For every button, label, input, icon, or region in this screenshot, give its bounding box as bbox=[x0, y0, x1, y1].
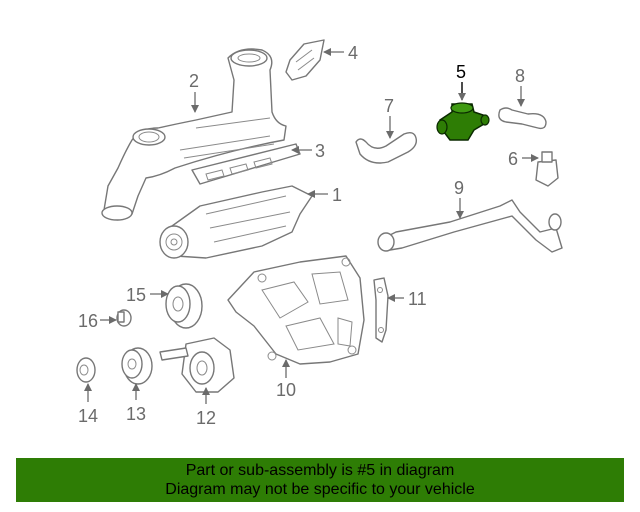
callout-8: 8 bbox=[515, 66, 525, 86]
part-9-pipe[interactable] bbox=[377, 199, 563, 253]
part-1-supercharger[interactable] bbox=[159, 185, 313, 259]
part-15-pulley[interactable] bbox=[165, 283, 203, 329]
banner-line-disclaimer: Diagram may not be specific to your vehi… bbox=[165, 481, 475, 498]
callout-3: 3 bbox=[315, 141, 325, 161]
callout-5: 5 bbox=[456, 62, 466, 82]
part-5-valve-highlighted[interactable] bbox=[436, 102, 490, 141]
callouts: 2 3 4 1 5 8 7 6 9 11 15 16 10 14 13 12 bbox=[78, 43, 539, 428]
callout-6: 6 bbox=[508, 149, 518, 169]
part-2-intake-manifold[interactable] bbox=[101, 48, 287, 221]
banner-line-part-number: Part or sub-assembly is #5 in diagram bbox=[185, 462, 455, 479]
part-3-gasket[interactable] bbox=[191, 143, 301, 185]
callout-2: 2 bbox=[189, 71, 199, 91]
part-11-gasket-strip[interactable] bbox=[373, 277, 389, 343]
callout-11: 11 bbox=[408, 289, 427, 309]
part-14-cap[interactable] bbox=[76, 357, 96, 383]
part-10-mounting-bracket[interactable] bbox=[227, 255, 365, 365]
part-7-hose[interactable] bbox=[355, 131, 418, 164]
callout-7: 7 bbox=[384, 96, 394, 116]
callout-4: 4 bbox=[348, 43, 358, 63]
callout-10: 10 bbox=[276, 380, 296, 400]
callout-1: 1 bbox=[332, 185, 342, 205]
callout-9: 9 bbox=[454, 178, 464, 198]
callout-15: 15 bbox=[126, 285, 146, 305]
callout-13: 13 bbox=[126, 404, 146, 424]
callout-16: 16 bbox=[78, 311, 98, 331]
part-13-idler[interactable] bbox=[121, 347, 153, 385]
part-info-banner: Part or sub-assembly is #5 in diagram Di… bbox=[16, 458, 624, 502]
callout-14: 14 bbox=[78, 406, 98, 426]
part-12-tensioner[interactable] bbox=[159, 337, 235, 393]
part-4-bracket[interactable] bbox=[285, 39, 325, 81]
part-6-sensor[interactable] bbox=[535, 151, 559, 187]
part-8-hose[interactable] bbox=[498, 107, 547, 130]
callout-12: 12 bbox=[196, 408, 216, 428]
part-16-bolt[interactable] bbox=[116, 309, 132, 327]
